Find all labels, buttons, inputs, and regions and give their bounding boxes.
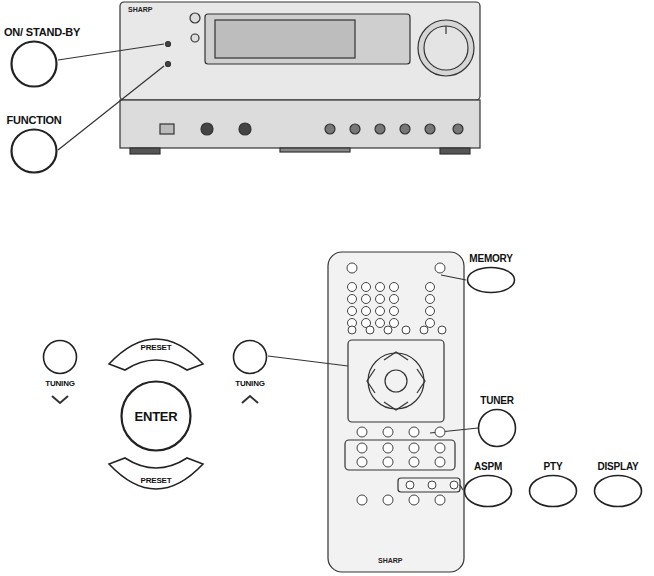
remote-key xyxy=(357,457,367,467)
remote-key xyxy=(383,427,393,437)
preset-down-key: PRESET xyxy=(107,456,205,510)
button-label: FUNCTION xyxy=(6,114,61,126)
remote-key xyxy=(384,326,392,334)
remote-key xyxy=(383,443,393,453)
remote-key xyxy=(376,283,385,292)
main-unit xyxy=(58,2,480,154)
brand-logo: SHARP xyxy=(128,6,153,13)
remote-key xyxy=(435,427,445,437)
tuning-up-callout: TUNING xyxy=(232,339,268,375)
remote-key xyxy=(362,295,371,304)
button-outline xyxy=(10,128,58,174)
remote-key xyxy=(409,443,419,453)
aspm-button-callout: ASPM xyxy=(463,474,513,508)
remote-key xyxy=(357,427,367,437)
button-outline xyxy=(42,339,78,375)
remote-key xyxy=(348,283,357,292)
pty-button-callout: PTY xyxy=(528,474,578,508)
tuner-button-callout: TUNER xyxy=(477,408,517,448)
button-label: ENTER xyxy=(134,409,177,424)
button-outline xyxy=(466,266,516,294)
button-label: TUNING xyxy=(45,379,74,388)
tuning-down-callout: TUNING xyxy=(42,339,78,375)
remote-key xyxy=(435,443,445,453)
button-label: MEMORY xyxy=(469,253,512,264)
remote-key xyxy=(450,481,458,489)
remote-key xyxy=(348,307,357,316)
brand-logo: SHARP xyxy=(378,557,403,564)
button-outline xyxy=(528,474,578,508)
remote-key xyxy=(435,263,445,273)
remote-key xyxy=(409,427,419,437)
remote-key xyxy=(402,326,410,334)
remote-key xyxy=(406,481,414,489)
remote-key xyxy=(426,283,435,292)
button-outline xyxy=(10,40,58,88)
remote-control xyxy=(52,252,478,572)
remote-key xyxy=(426,295,435,304)
remote-key xyxy=(438,326,446,334)
button-label: ON/ STAND-BY xyxy=(4,26,80,38)
button-label: ASPM xyxy=(474,461,502,472)
button-label: PRESET xyxy=(141,476,172,485)
remote-key xyxy=(409,457,419,467)
button-outline xyxy=(593,474,643,508)
preset-up-key: PRESET xyxy=(107,318,205,372)
remote-key xyxy=(376,319,385,328)
button-label: TUNING xyxy=(235,379,264,388)
remote-key xyxy=(390,307,399,316)
remote-key xyxy=(435,495,445,505)
remote-key xyxy=(376,307,385,316)
remote-key xyxy=(390,319,399,328)
remote-key xyxy=(362,307,371,316)
remote-keys xyxy=(347,263,458,505)
button-label: PTY xyxy=(544,461,563,472)
remote-key xyxy=(420,326,428,334)
remote-key xyxy=(383,457,393,467)
remote-key xyxy=(376,295,385,304)
remote-key xyxy=(428,481,436,489)
display-button-callout: DISPLAY xyxy=(593,474,643,508)
button-outline xyxy=(232,339,268,375)
remote-key xyxy=(426,307,435,316)
button-label: TUNER xyxy=(480,395,513,406)
remote-key xyxy=(347,263,357,273)
remote-key xyxy=(362,283,371,292)
memory-button-callout: MEMORY xyxy=(466,266,516,294)
remote-key xyxy=(348,326,356,334)
remote-key xyxy=(348,295,357,304)
enter-key: ENTER xyxy=(120,380,192,452)
function-button-callout: FUNCTION xyxy=(10,128,58,174)
remote-key xyxy=(426,319,435,328)
remote-key xyxy=(409,495,419,505)
standby-button-callout: ON/ STAND-BY xyxy=(10,40,58,88)
remote-key xyxy=(390,295,399,304)
button-outline xyxy=(477,408,517,448)
remote-key xyxy=(435,457,445,467)
button-label: PRESET xyxy=(141,343,172,352)
button-outline xyxy=(463,474,513,508)
remote-key xyxy=(357,495,367,505)
button-label: DISPLAY xyxy=(597,461,638,472)
remote-key xyxy=(366,326,374,334)
remote-key xyxy=(383,495,393,505)
remote-key xyxy=(390,283,399,292)
remote-key xyxy=(357,443,367,453)
